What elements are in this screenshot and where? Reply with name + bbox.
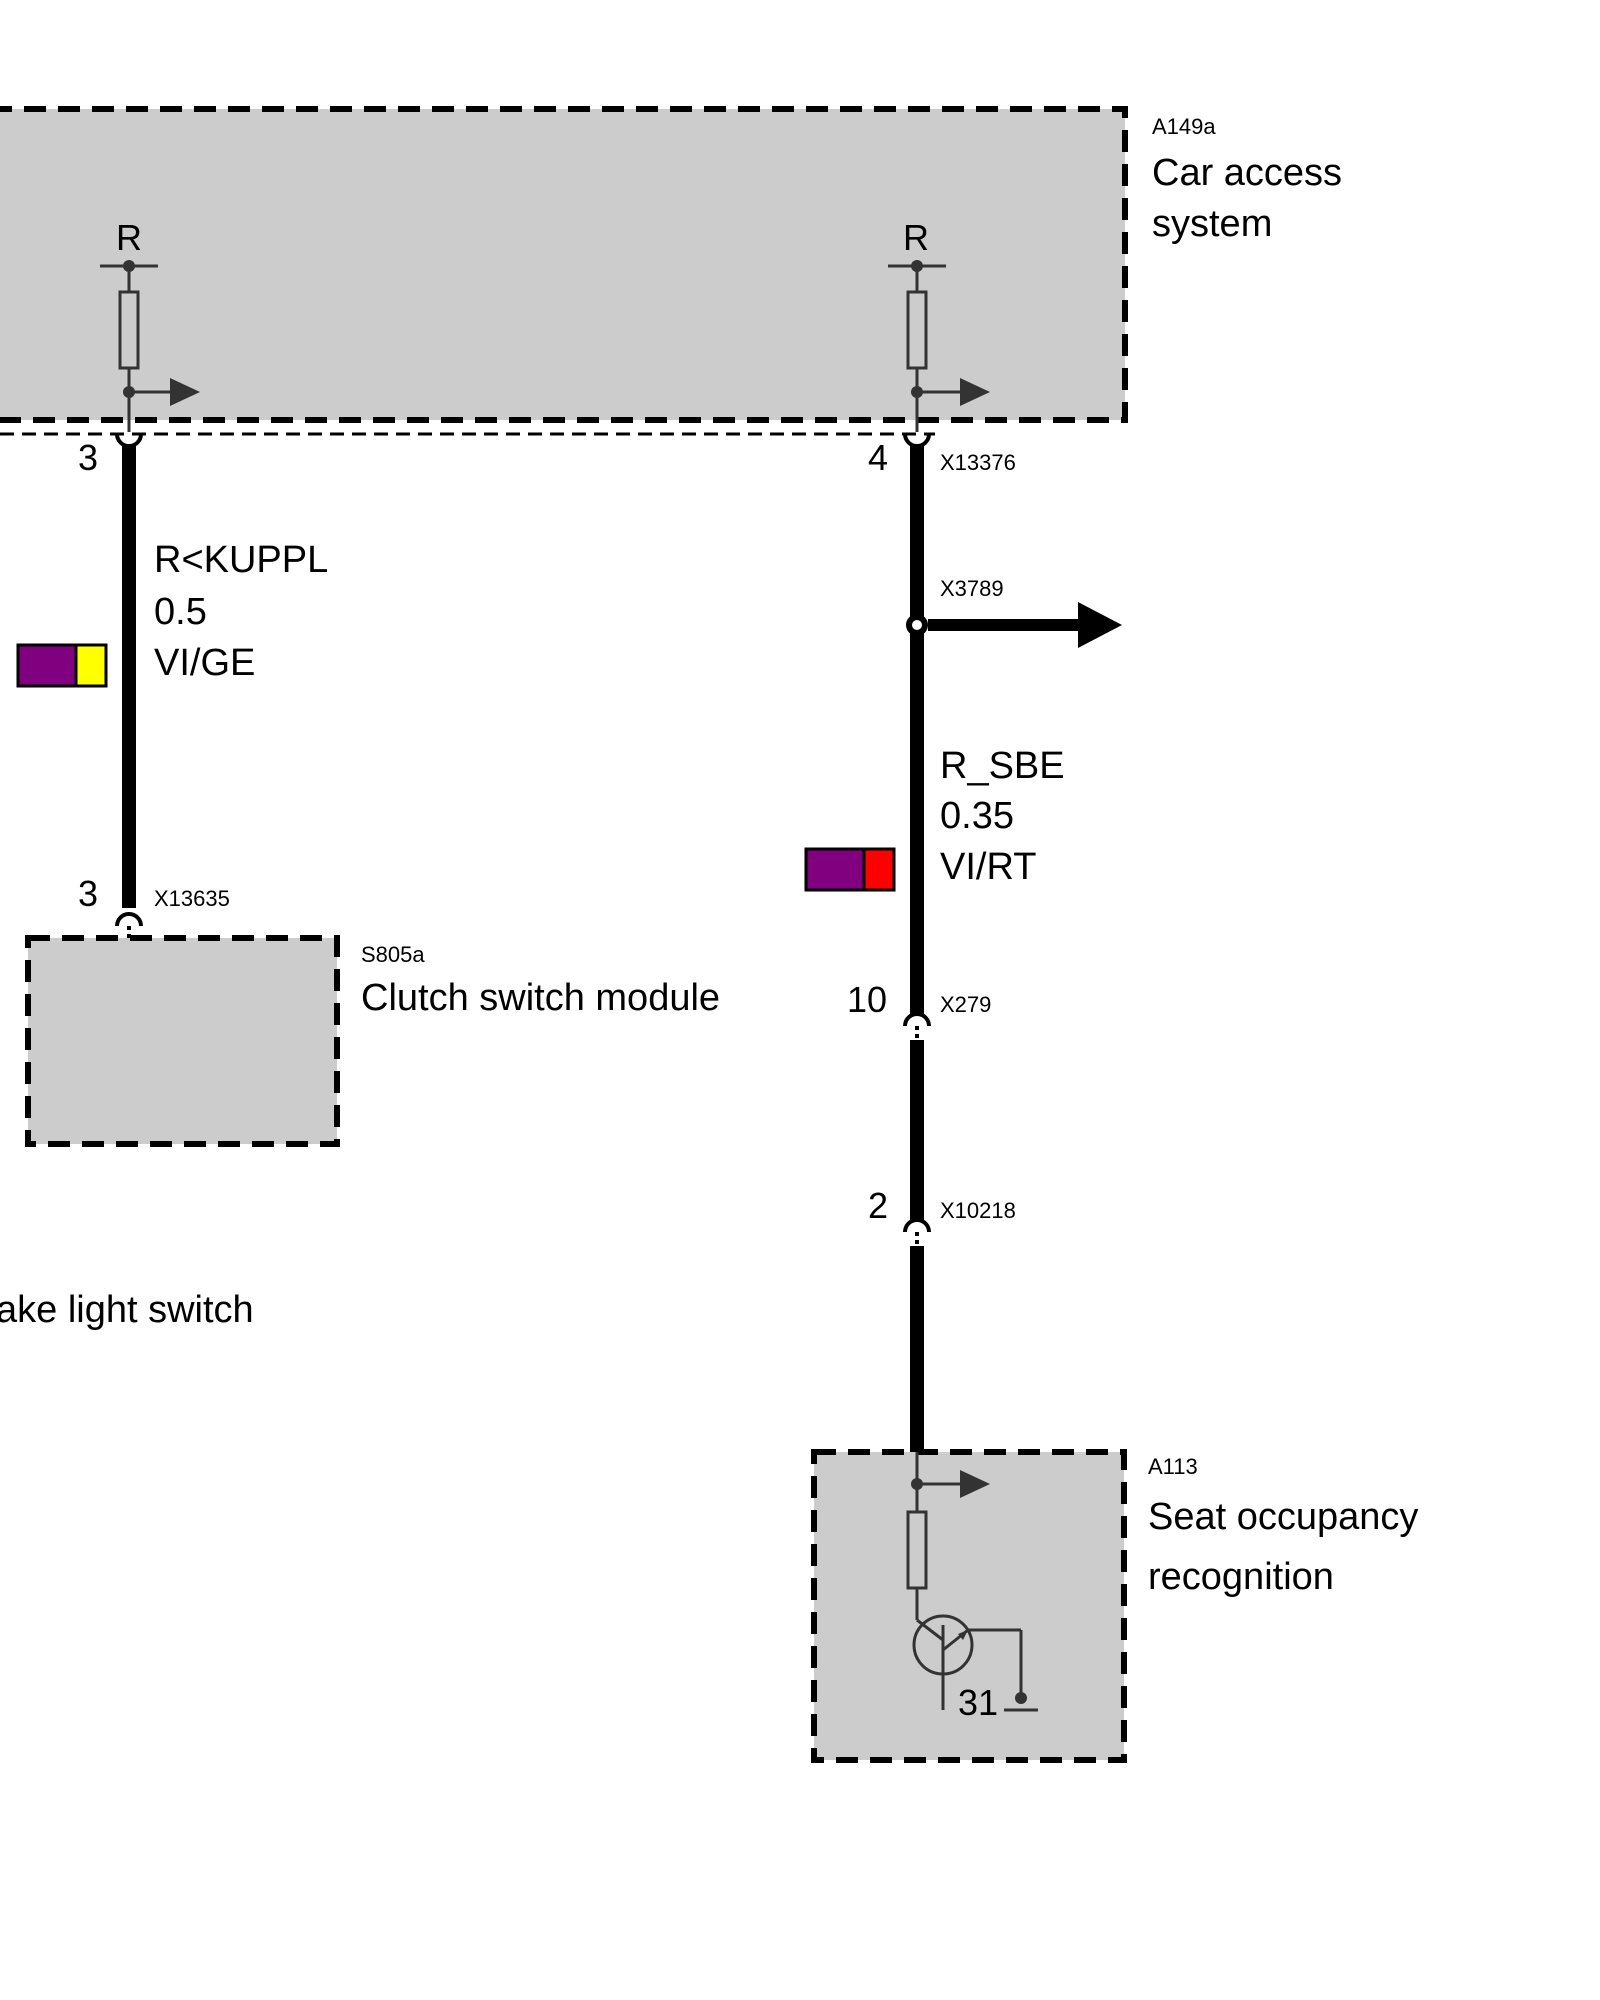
brake-light-switch-label: ake light switch: [0, 1289, 254, 1331]
clutch-switch-box: [25, 935, 340, 1147]
right-wire-signal: R_SBE: [940, 745, 1065, 787]
swatch-yellow: [74, 643, 108, 688]
left-pin-top: 3: [78, 437, 98, 478]
right-connector-top: X13376: [940, 450, 1016, 475]
car-access-code: A149a: [1152, 114, 1216, 139]
clutch-name: Clutch switch module: [361, 977, 720, 1019]
wire-r-sbe[interactable]: 4 X13376 X3789 R_SBE 0.35 VI/RT 10 X279 …: [804, 433, 1122, 1452]
right-pin-mid: 10: [847, 979, 887, 1020]
right-wire-color-code: VI/RT: [940, 846, 1036, 888]
right-wire-color-swatch: [804, 847, 896, 892]
seat-code: A113: [1148, 1454, 1198, 1479]
swatch-violet: [16, 643, 78, 688]
left-wire-gauge: 0.5: [154, 591, 207, 633]
splice-label: X3789: [940, 576, 1004, 601]
car-access-name-line2: system: [1152, 203, 1272, 245]
left-wire-color-swatch: [16, 643, 108, 688]
right-pin-low: 2: [868, 1185, 888, 1226]
ground-terminal-label: 31: [958, 1682, 998, 1723]
splice-x3789[interactable]: X3789: [906, 576, 1122, 648]
right-resistor-label: R: [903, 217, 929, 258]
seat-name-line2: recognition: [1148, 1556, 1334, 1598]
swatch-red: [862, 847, 896, 892]
splice-continuation-arrow-icon: [1078, 602, 1122, 648]
car-access-system-box: [0, 106, 1128, 423]
left-wire-color-code: VI/GE: [154, 642, 255, 684]
seat-occupancy-box: [811, 1449, 1127, 1763]
clutch-switch-module[interactable]: S805a Clutch switch module: [25, 935, 720, 1147]
car-access-name-line1: Car access: [1152, 152, 1342, 194]
right-pin-top: 4: [868, 437, 888, 478]
seat-internal-circuit: 31: [906, 1452, 1038, 1723]
seat-occupancy-module[interactable]: A113 Seat occupancy recognition 31: [811, 1449, 1418, 1763]
seat-name-line1: Seat occupancy: [1148, 1496, 1418, 1538]
left-pin-bottom: 3: [78, 873, 98, 914]
swatch-violet: [804, 847, 866, 892]
car-access-system-module[interactable]: A149a Car access system: [0, 106, 1342, 436]
right-wire-gauge: 0.35: [940, 795, 1014, 837]
left-wire-signal: R<KUPPL: [154, 539, 328, 581]
left-pullup-resistor-symbol: R: [100, 217, 200, 432]
clutch-code: S805a: [361, 942, 425, 967]
wire-r-kuppl[interactable]: 3 R<KUPPL 0.5 VI/GE 3 X13635: [16, 433, 328, 938]
left-resistor-label: R: [116, 217, 142, 258]
right-pullup-resistor-symbol: R: [888, 217, 990, 432]
left-connector-bottom: X13635: [154, 886, 230, 911]
right-connector-low: X10218: [940, 1198, 1016, 1223]
right-connector-mid: X279: [940, 992, 991, 1017]
